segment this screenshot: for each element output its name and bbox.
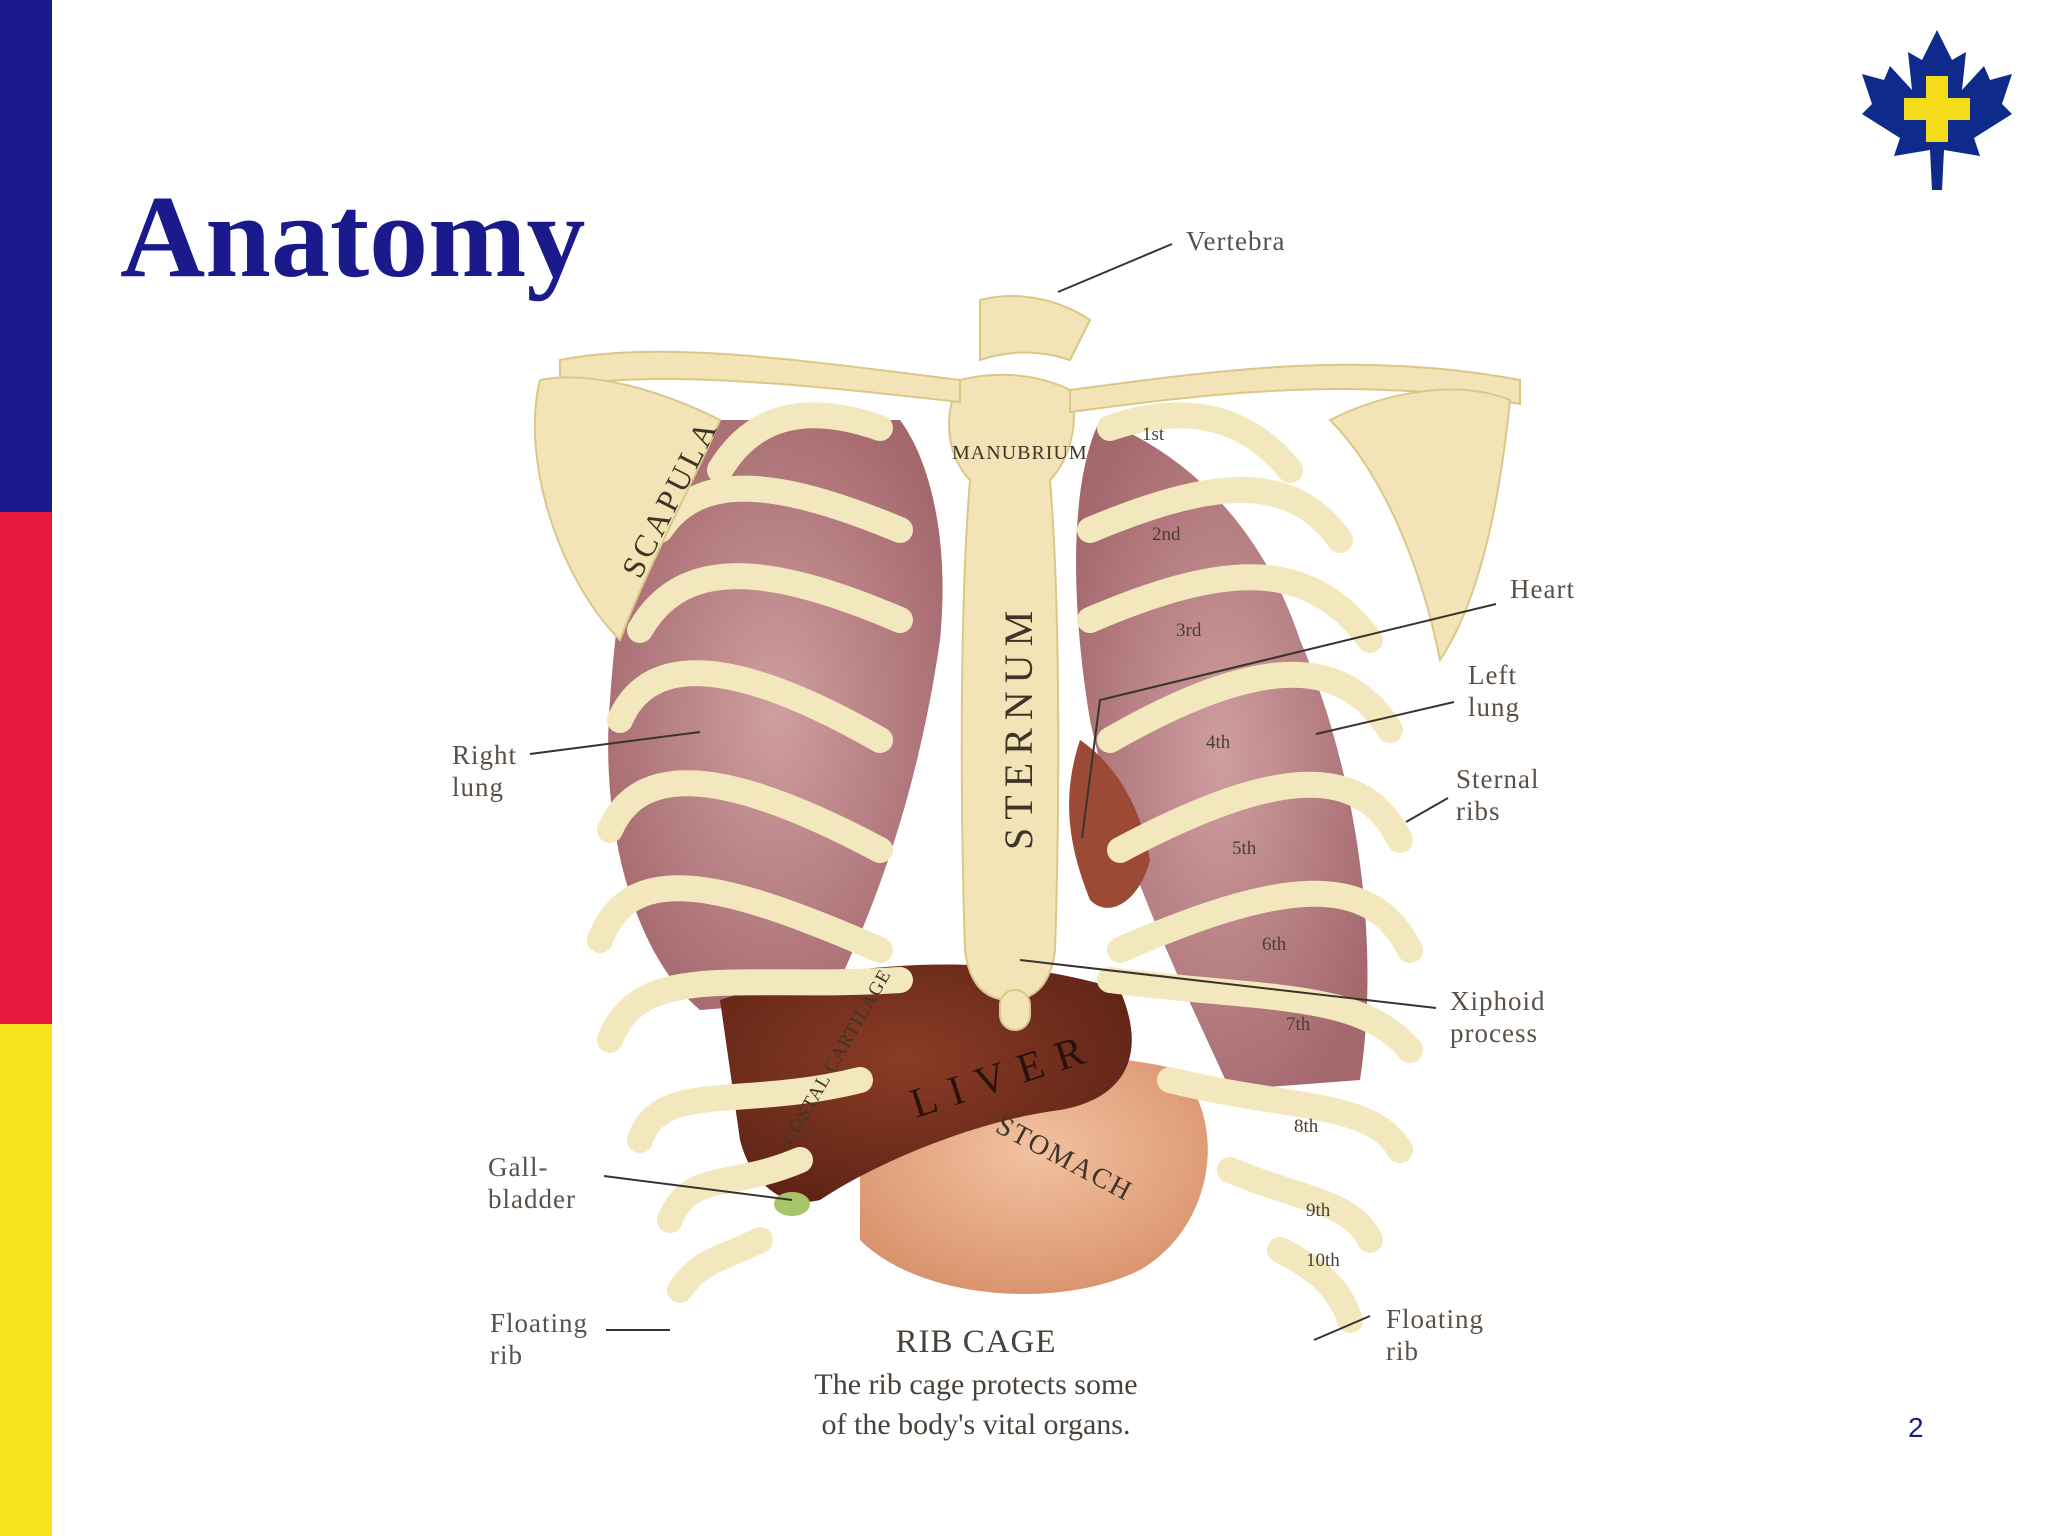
rib-number-6th: 6th (1262, 934, 1287, 955)
left-stripe-red (0, 512, 52, 1024)
callout-labels: Vertebra Heart Left lung Sternal ribs Ri… (452, 226, 1575, 1370)
left-ribs (1077, 402, 1423, 1333)
vertebra-label: Vertebra (1186, 226, 1285, 256)
sternal-ribs-label-line1: Sternal (1456, 764, 1539, 794)
heart-leader (1081, 603, 1497, 839)
left-rib-3 (1077, 564, 1383, 653)
gallbladder (774, 1192, 810, 1216)
rib-number-3rd: 3rd (1176, 620, 1202, 641)
right-scapula (533, 376, 722, 642)
page-number: 2 (1908, 1412, 1924, 1443)
rib-number-1st: 1st (1142, 424, 1165, 445)
rib-number-2nd: 2nd (1152, 524, 1181, 545)
left-rib-1 (1097, 402, 1303, 483)
left-lung-label-line1: Left (1468, 660, 1517, 690)
vertebra-bone (979, 295, 1092, 362)
right-lung-leader (529, 731, 701, 755)
caption-title: RIB CAGE (895, 1324, 1056, 1360)
right-rib-9 (657, 1147, 813, 1233)
rib-numbers: 1st 2nd 3rd 4th 5th 6th 7th 8th 9th 10th (1142, 424, 1340, 1271)
maple-leaf-cross-icon (1862, 30, 2012, 190)
rib-number-4th: 4th (1206, 732, 1231, 753)
caption-line-2: of the body's vital organs. (822, 1408, 1131, 1441)
sternum-label: STERNUM (996, 603, 1041, 850)
left-rib-5 (1107, 771, 1413, 863)
left-rib-7 (1097, 967, 1423, 1063)
gallbladder-leader (603, 1175, 793, 1201)
left-rib-6 (1107, 880, 1423, 963)
right-lung-label-line1: Right (452, 740, 517, 770)
right-ribs (587, 402, 913, 1303)
manubrium-label: MANUBRIUM (952, 442, 1088, 464)
rib-number-7th: 7th (1286, 1014, 1311, 1035)
left-rib-8 (1157, 1067, 1413, 1163)
xiphoid-leader (1019, 959, 1437, 1009)
right-lung-label-line2: lung (452, 772, 504, 802)
leader-lines (529, 243, 1497, 1341)
left-stripe-yellow (0, 1024, 52, 1536)
right-lung (608, 420, 943, 1010)
right-rib-7 (597, 967, 913, 1053)
gallbladder-label-line2: bladder (488, 1184, 576, 1214)
floating-rib-right-label-line2: rib (1386, 1336, 1419, 1366)
xiphoid-label-line2: process (1450, 1018, 1538, 1048)
right-rib-10 (667, 1227, 773, 1303)
sternal-ribs-label-line2: ribs (1456, 796, 1501, 826)
slide-title: Anatomy (120, 171, 586, 302)
right-rib-8 (627, 1067, 873, 1153)
floating-rib-left-label-line1: Floating (490, 1308, 588, 1338)
left-rib-4 (1097, 661, 1403, 753)
right-rib-5 (597, 770, 893, 863)
heart-label-text: Heart (1510, 574, 1575, 604)
sternum (948, 373, 1075, 1031)
ribs (587, 402, 1423, 1333)
xiphoid-label-line1: Xiphoid (1450, 986, 1546, 1016)
rib-number-8th: 8th (1294, 1116, 1319, 1137)
left-lung-label-line2: lung (1468, 692, 1520, 722)
floating-rib-left-label-line2: rib (490, 1340, 523, 1370)
caption-line-1: The rib cage protects some (814, 1368, 1137, 1401)
right-rib-6 (587, 875, 893, 963)
left-scapula (1328, 388, 1512, 663)
liver (720, 964, 1132, 1202)
right-rib-4 (607, 660, 893, 753)
floating-rib-right-leader (1313, 1315, 1371, 1341)
gallbladder-label-line1: Gall- (488, 1152, 548, 1182)
logo-cross (1904, 76, 1970, 142)
vertebra-leader (1057, 243, 1173, 293)
right-rib-3 (627, 563, 913, 643)
figure-caption: RIB CAGE The rib cage protects some of t… (814, 1324, 1137, 1441)
floating-rib-right-label-line1: Floating (1386, 1304, 1484, 1334)
right-clavicle (559, 350, 961, 404)
rib-number-10th: 10th (1306, 1250, 1340, 1271)
left-rib-9 (1217, 1157, 1383, 1253)
right-rib-1 (707, 402, 893, 483)
sternal-ribs-leader (1405, 797, 1449, 823)
left-rib-2 (1077, 477, 1353, 553)
rib-number-5th: 5th (1232, 838, 1257, 859)
left-stripe-blue (0, 0, 52, 512)
rib-number-9th: 9th (1306, 1200, 1331, 1221)
left-rib-10 (1267, 1237, 1363, 1333)
left-clavicle (1069, 363, 1521, 414)
sternum-bone (948, 373, 1075, 1002)
xiphoid-process-bone (999, 989, 1031, 1031)
left-lung-leader (1315, 701, 1455, 735)
shoulder-girdle (533, 295, 1521, 663)
